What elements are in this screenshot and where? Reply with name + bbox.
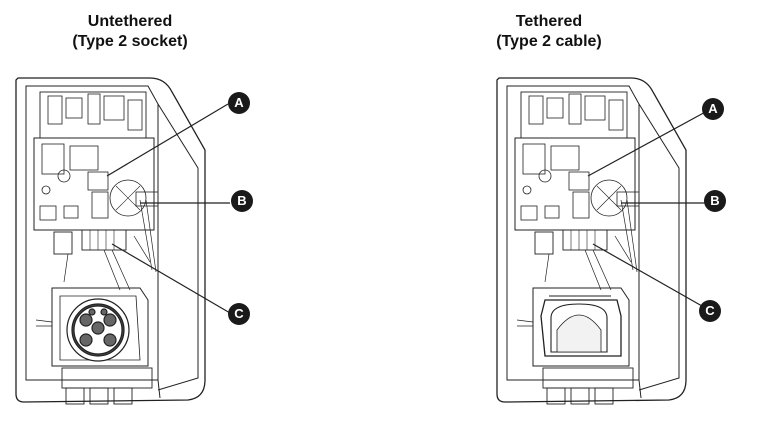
callout-a: A (702, 98, 724, 120)
callout-b: B (231, 190, 253, 212)
charger-unit-drawing (15, 77, 231, 405)
charger-unit-drawing (496, 77, 711, 405)
callout-c: C (228, 303, 250, 325)
fan-circle (109, 179, 147, 217)
panel-title: Untethered (Type 2 socket) (0, 12, 260, 52)
terminal-block (562, 229, 608, 251)
enclosure-outline (15, 77, 206, 403)
socket-housing (51, 287, 149, 367)
upper-board (520, 91, 628, 139)
leader-line-c (111, 243, 231, 314)
fan-circle (590, 179, 628, 217)
title-line-2: (Type 2 socket) (72, 33, 188, 50)
cable-housing (532, 287, 630, 367)
callout-c: C (699, 300, 721, 322)
enclosure-outline (496, 77, 687, 403)
callout-b: B (704, 190, 726, 212)
main-pcb (514, 137, 636, 231)
cable-glands (61, 367, 153, 389)
type2-socket (66, 298, 130, 362)
panel-title: Tethered (Type 2 cable) (419, 12, 679, 52)
title-line-2: (Type 2 cable) (496, 33, 602, 50)
enclosure-inner (25, 85, 159, 381)
terminal-block (81, 229, 127, 251)
cable-glands (542, 367, 634, 389)
tethered-panel: Tethered (Type 2 cable) (379, 0, 757, 434)
main-pcb (33, 137, 155, 231)
leader-line-a (106, 103, 229, 177)
leader-line-c (592, 243, 710, 311)
upper-board (39, 91, 147, 139)
title-line-1: Tethered (515, 13, 583, 30)
enclosure-inner (506, 85, 640, 381)
untethered-panel: Untethered (Type 2 socket) (0, 0, 378, 434)
leader-line-a (587, 109, 710, 177)
type2-cable-holder (540, 295, 622, 357)
callout-a: A (228, 92, 250, 114)
title-line-1: Untethered (87, 13, 173, 30)
